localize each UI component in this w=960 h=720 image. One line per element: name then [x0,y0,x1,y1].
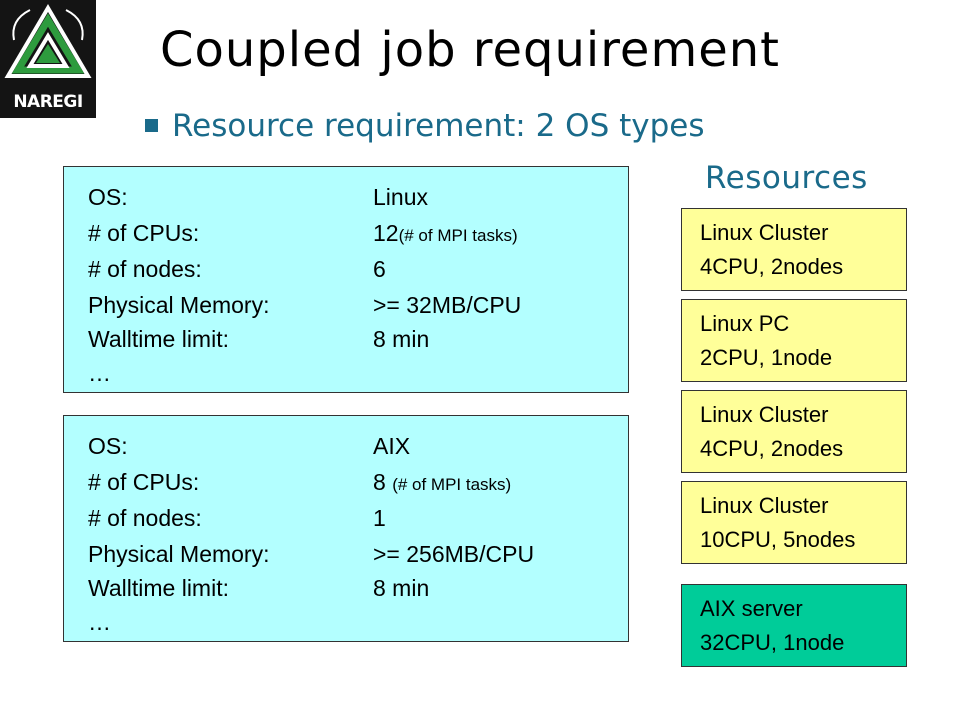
row-label: … [88,609,111,635]
row-label: Walltime limit: [88,575,229,601]
resource-name: Linux PC [700,311,790,336]
resource-name: Linux Cluster [700,220,829,245]
resource-spec: 2CPU, 1node [700,345,833,370]
row-label: … [88,360,111,386]
row-value: 8 min [373,326,430,352]
square-bullet-icon [145,119,158,132]
row-value: 8 min [373,575,430,601]
bullet-text: Resource requirement: 2 OS types [172,108,705,144]
resource-spec: 4CPU, 2nodes [700,436,844,461]
resources-heading: Resources [705,160,868,196]
row-label: Physical Memory: [88,292,270,318]
row-value: 6 [373,256,386,282]
cpus-note: (# of MPI tasks) [398,226,518,245]
bullet-item: Resource requirement: 2 OS types [145,108,705,144]
row-label: # of nodes: [88,256,202,282]
row-label: Walltime limit: [88,326,229,352]
row-label: OS: [88,433,128,459]
row-value: Linux [373,184,428,210]
resource-name: Linux Cluster [700,402,829,427]
row-label: Physical Memory: [88,541,270,567]
job-requirement-aix: OS: AIX # of CPUs: 8 (# of MPI tasks) # … [63,415,629,642]
resource-name: Linux Cluster [700,493,829,518]
resource-linux-cluster-1: Linux Cluster 4CPU, 2nodes [681,208,907,291]
row-value: >= 32MB/CPU [373,292,522,318]
resource-name: AIX server [700,596,803,621]
logo-wordmark: NAREGI [13,92,83,112]
cpus-count: 12 [373,220,399,246]
cpus-note: (# of MPI tasks) [392,475,512,494]
naregi-logo: NAREGI [0,0,96,118]
row-value: AIX [373,433,411,459]
resource-spec: 4CPU, 2nodes [700,254,844,279]
resource-spec: 10CPU, 5nodes [700,527,856,552]
row-label: OS: [88,184,128,210]
resource-linux-cluster-2: Linux Cluster 4CPU, 2nodes [681,390,907,473]
slide-title: Coupled job requirement [160,22,780,78]
row-value: >= 256MB/CPU [373,541,535,567]
resource-linux-pc: Linux PC 2CPU, 1node [681,299,907,382]
resource-linux-cluster-3: Linux Cluster 10CPU, 5nodes [681,481,907,564]
row-value: 12(# of MPI tasks) [373,220,518,247]
row-label: # of nodes: [88,505,202,531]
row-value: 1 [373,505,386,531]
row-label: # of CPUs: [88,220,200,246]
row-value: 8 (# of MPI tasks) [373,469,511,496]
resource-aix-server: AIX server 32CPU, 1node [681,584,907,667]
row-label: # of CPUs: [88,469,200,495]
job-requirement-linux: OS: Linux # of CPUs: 12(# of MPI tasks) … [63,166,629,393]
resource-spec: 32CPU, 1node [700,630,845,655]
cpus-count: 8 [373,469,393,495]
triangle-knot-icon [4,4,92,78]
